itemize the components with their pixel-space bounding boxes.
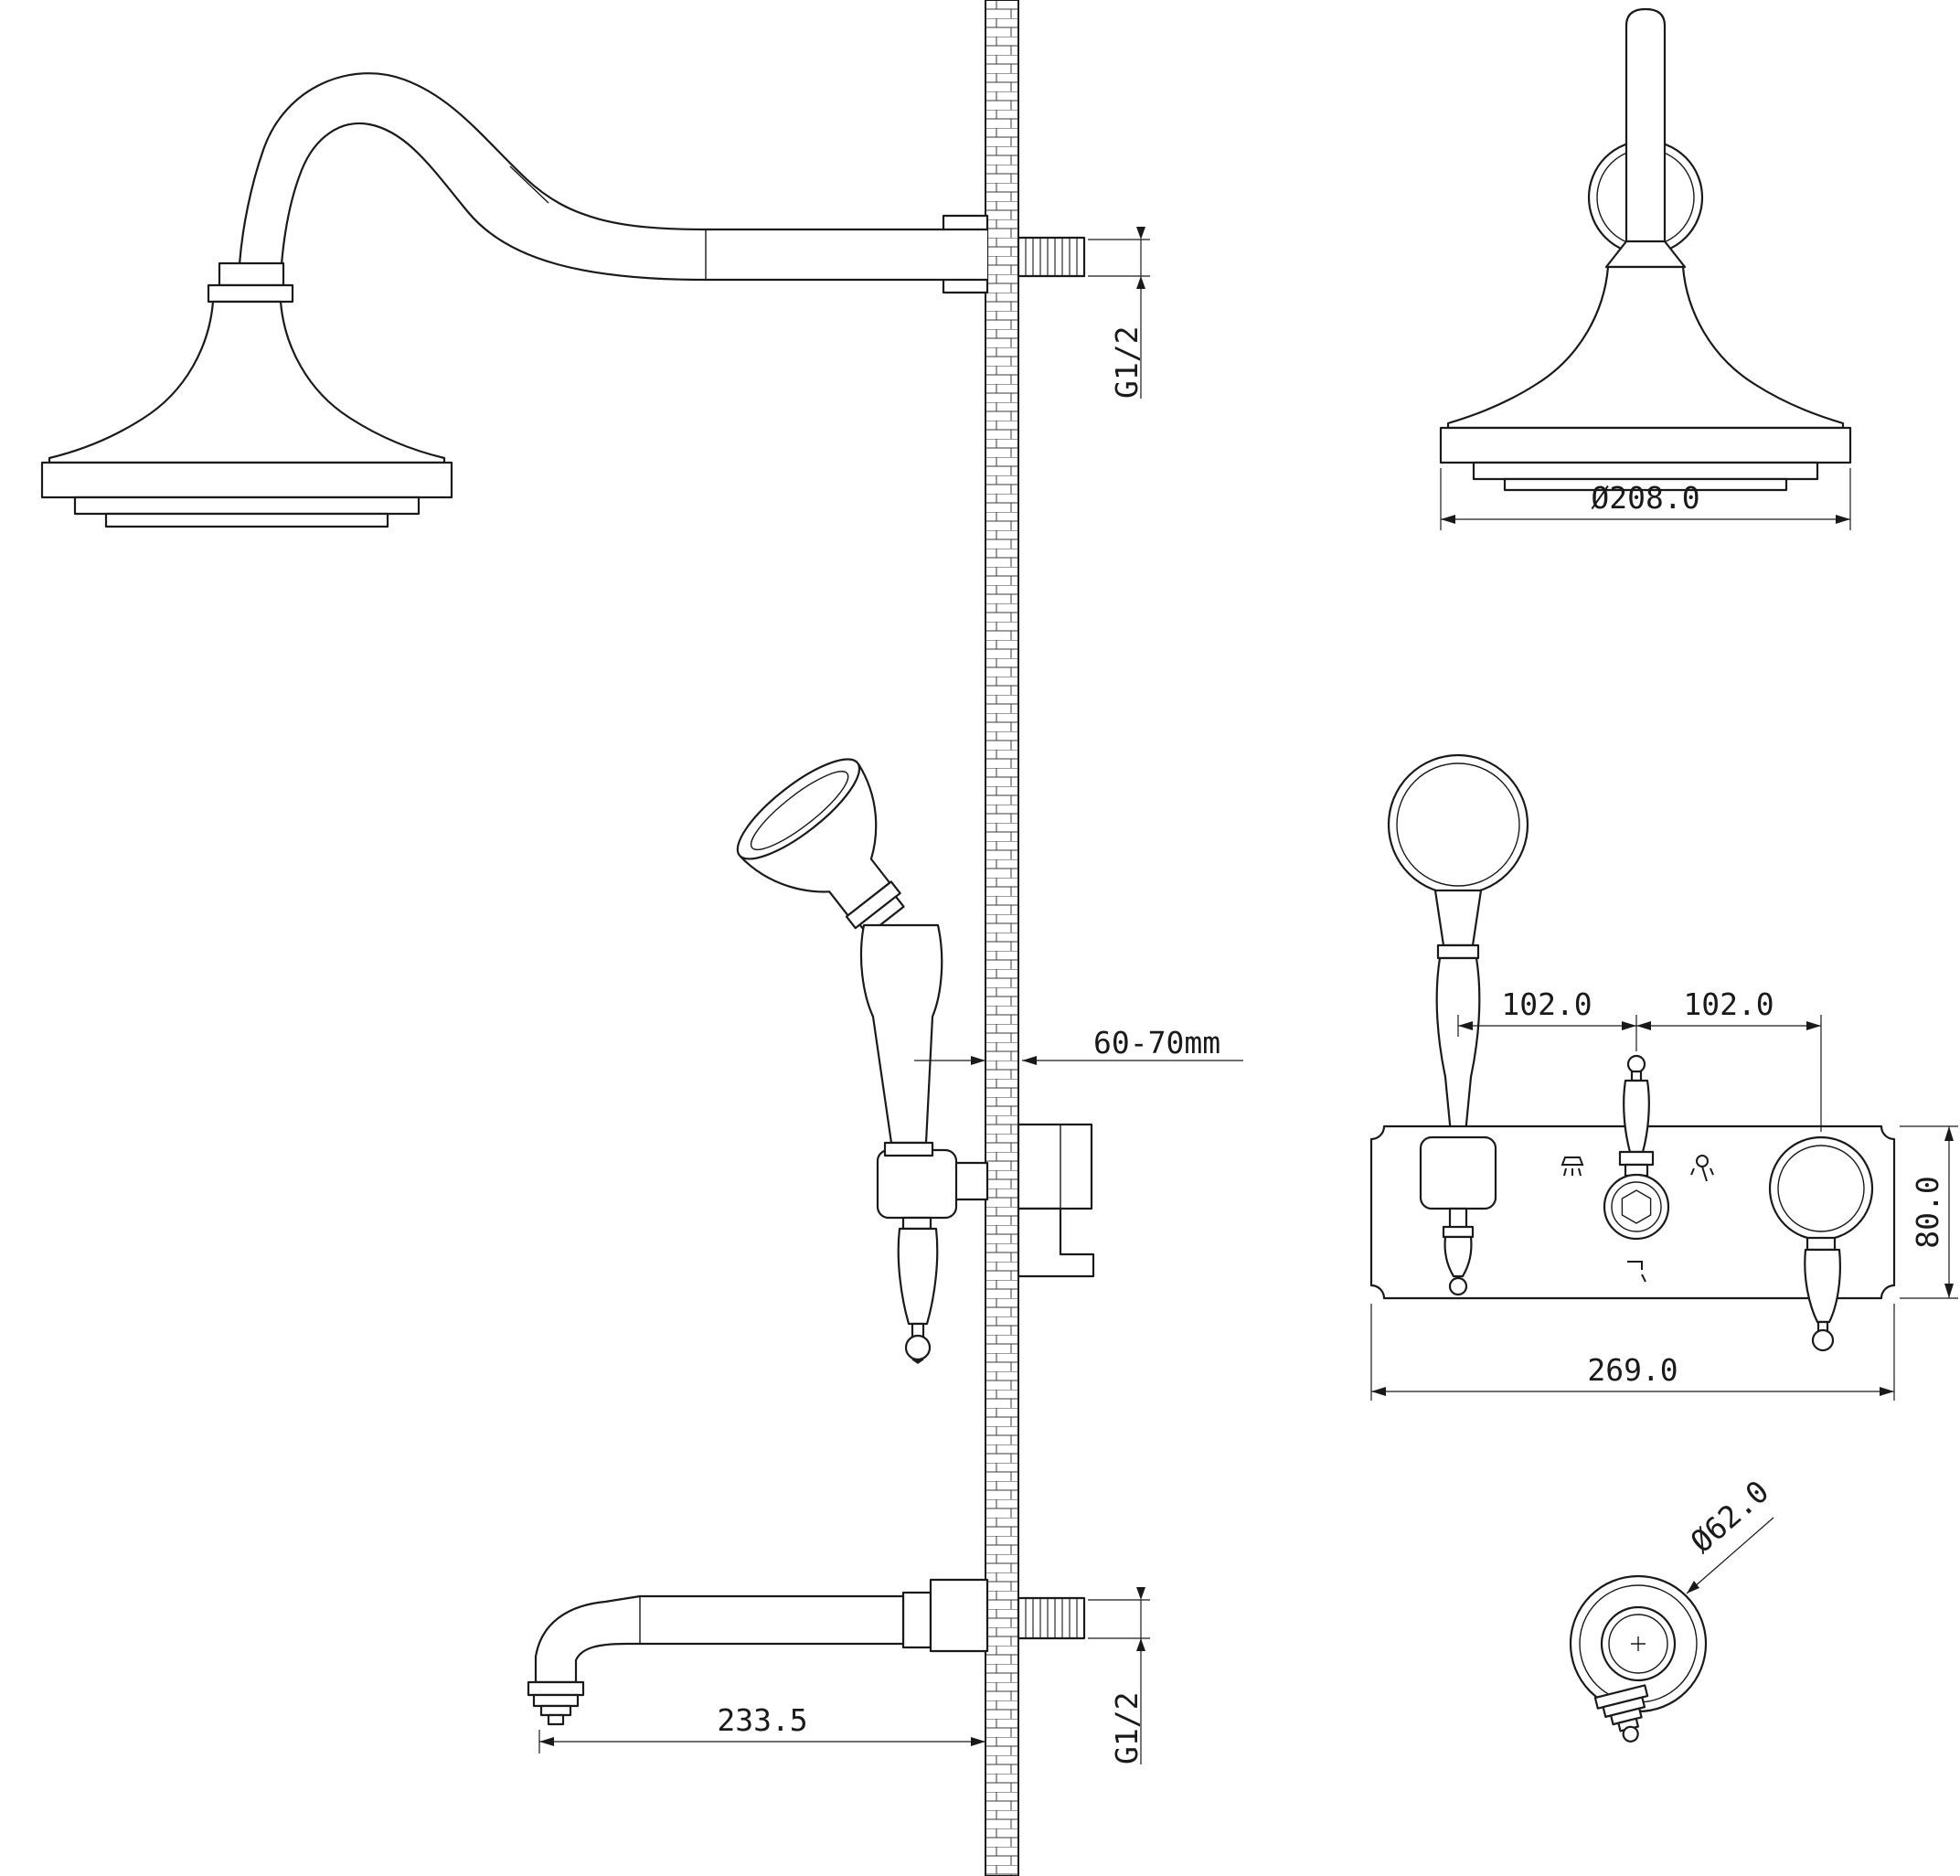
lever-finial	[904, 1334, 932, 1361]
head-lip-front	[1472, 461, 1819, 481]
concealed-valve-body	[1017, 1123, 1093, 1210]
spout-tip-ring2	[532, 1693, 580, 1708]
valve-trim-front-view	[1369, 1054, 1896, 1352]
diverter-finial	[1626, 1054, 1646, 1074]
head-rim	[40, 461, 453, 499]
wall-section	[985, 0, 1019, 1876]
hand-shower-icon	[1690, 1155, 1714, 1182]
hand-shower-front-view	[1387, 753, 1529, 1135]
dim-arm-thread: G1/2	[1088, 227, 1150, 399]
control-knob	[1768, 1135, 1874, 1242]
spout-tip-ring1	[527, 1680, 585, 1697]
control-collar	[1806, 1236, 1837, 1252]
spout-tip-nub	[547, 1713, 565, 1726]
head-bell	[48, 300, 446, 464]
hand-shower-neck	[1433, 889, 1483, 947]
dim-plate-width-label: 269.0	[1587, 1352, 1678, 1388]
shower-head-side-view	[40, 261, 453, 528]
spout-escutcheon-front-view	[1569, 1574, 1708, 1743]
holder-bracket	[953, 1161, 989, 1201]
hand-shower-neck-ring	[1436, 943, 1480, 960]
head-connector	[218, 261, 285, 287]
hand-shower-head	[736, 758, 905, 936]
diverter-boss	[1603, 1173, 1670, 1241]
spout-collar-step	[901, 1591, 932, 1649]
dim-spout-reach-label: 233.5	[717, 1702, 807, 1738]
dim-wall-thickness-label: 60-70mm	[1093, 1025, 1220, 1061]
spout-icon	[1627, 1261, 1646, 1283]
shower-arm-side-view	[238, 72, 1086, 294]
lever-handle	[897, 1227, 939, 1326]
cradle-front	[1419, 1135, 1497, 1210]
hand-shower-cradle	[876, 1148, 958, 1220]
diverter-lever	[1623, 1079, 1650, 1154]
rain-shower-icon	[1561, 1157, 1584, 1177]
dim-valve-spacing: 102.0 102.0	[1457, 986, 1822, 1132]
arm-joint-lines	[509, 165, 707, 280]
handle-finial-front	[1448, 1276, 1468, 1296]
gooseneck-arm	[238, 72, 987, 282]
spout-body	[534, 1594, 905, 1684]
bath-spout-side-view	[527, 1578, 1086, 1726]
control-knob-inner	[1777, 1145, 1865, 1232]
dim-escutcheon-diameter-label: Ø62.0	[1684, 1473, 1776, 1560]
arm-thread-nipple	[1017, 236, 1086, 278]
thread-hatch	[1025, 238, 1078, 276]
spout-tip-ring3	[539, 1704, 572, 1717]
spout-wall-flange	[929, 1578, 989, 1653]
dim-escutcheon-diameter: Ø62.0	[1684, 1473, 1776, 1594]
dim-wall-thickness: 60-70mm	[914, 1025, 1243, 1065]
handle-collar-front	[1442, 1225, 1475, 1239]
dim-spacing-left-label: 102.0	[1501, 986, 1592, 1022]
dim-spout-thread-label: G1/2	[1109, 1692, 1145, 1764]
head-pipe	[1624, 7, 1667, 267]
supply-elbow	[1017, 1207, 1095, 1278]
head-collar	[207, 283, 294, 304]
control-lever	[1804, 1248, 1841, 1324]
center-mark	[1631, 1636, 1646, 1651]
handle-stem-front	[1448, 1207, 1468, 1231]
head-lip	[73, 496, 421, 516]
diverter-collar1	[1618, 1150, 1655, 1167]
control-finial	[1811, 1328, 1835, 1352]
head-lip-inner-front	[1503, 477, 1788, 492]
thread-hatch	[1025, 1598, 1078, 1638]
dim-head-diameter: Ø208.0	[1440, 468, 1851, 530]
dim-plate-width: 269.0	[1370, 1304, 1895, 1401]
head-neck	[1604, 240, 1687, 269]
hand-shower-side-view	[736, 758, 1095, 1364]
head-rim-front	[1439, 426, 1852, 464]
handle-taper-front	[1443, 1235, 1473, 1278]
escutcheon-hub-inner	[1608, 1614, 1668, 1674]
dim-head-diameter-label: Ø208.0	[1591, 480, 1699, 516]
diverter-neck	[1630, 1070, 1643, 1082]
escutcheon-handle	[1593, 1684, 1649, 1743]
head-lip-inner	[104, 512, 389, 528]
shower-head-front-view	[1439, 7, 1852, 492]
dim-spacing-right-label: 102.0	[1683, 986, 1774, 1022]
diverter-boss-inner	[1611, 1181, 1662, 1232]
handle-collar	[883, 1141, 934, 1157]
hand-shower-head-front	[1387, 753, 1529, 896]
dim-plate-height: 80.0	[1900, 1125, 1958, 1299]
head-bell-front	[1446, 265, 1845, 430]
dim-plate-height-label: 80.0	[1910, 1176, 1945, 1248]
hand-shower-handle	[859, 923, 943, 1145]
lever-collar	[901, 1216, 932, 1231]
dim-spout-thread: G1/2	[1088, 1587, 1150, 1764]
dim-spout-reach: 233.5	[538, 1702, 985, 1753]
spout-thread-nipple	[1017, 1596, 1086, 1640]
hand-shower-handle-front	[1435, 956, 1481, 1135]
diverter-hex-nut	[1621, 1189, 1652, 1224]
dim-arm-thread-label: G1/2	[1109, 326, 1145, 399]
hand-shower-head-inner	[1396, 762, 1520, 887]
